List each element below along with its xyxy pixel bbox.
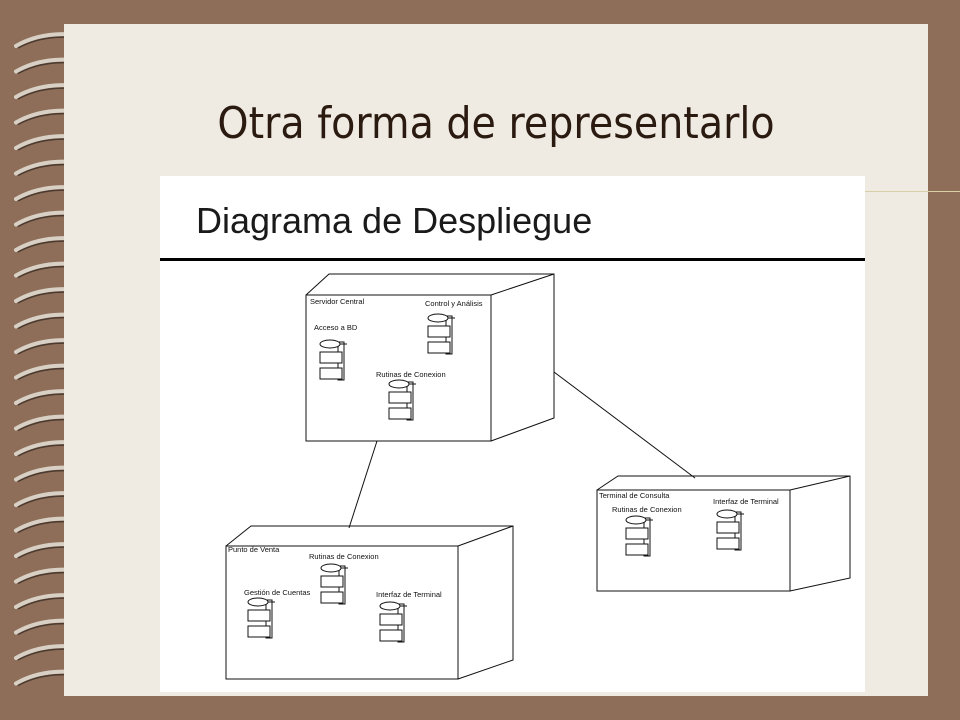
component-icon — [625, 515, 653, 557]
component-label-punto-interfaz: Interfaz de Terminal — [376, 590, 442, 599]
component-label-servidor-rutinas: Rutinas de Conexion — [376, 370, 446, 379]
component-label-control-analisis: Control y Análisis — [425, 299, 483, 308]
component-label-terminal-rutinas: Rutinas de Conexion — [612, 505, 682, 514]
component-icon — [319, 339, 347, 381]
component-label-gestion-cuentas: Gestión de Cuentas — [244, 588, 311, 597]
component-label-acceso-bd: Acceso a BD — [314, 323, 358, 332]
link-servidor-terminal — [553, 371, 696, 479]
diagram-title: Diagrama de Despliegue — [196, 200, 593, 241]
diagram-title-rule — [160, 258, 865, 261]
component-icon — [388, 379, 416, 421]
node-label-punto: Punto de Venta — [228, 545, 280, 554]
component-icon — [427, 313, 455, 355]
node-punto-venta — [225, 525, 514, 680]
component-icon — [716, 509, 744, 551]
node-label-servidor: Servidor Central — [310, 297, 365, 306]
component-label-terminal-interfaz: Interfaz de Terminal — [713, 497, 779, 506]
deployment-diagram-image: Diagrama de Despliegue — [160, 176, 865, 692]
slide-title: Otra forma de representarlo — [217, 98, 775, 149]
node-terminal-consulta — [596, 475, 851, 592]
node-label-terminal: Terminal de Consulta — [599, 491, 670, 500]
link-servidor-punto — [348, 440, 378, 529]
component-icon — [247, 597, 275, 639]
component-icon — [320, 563, 348, 605]
deployment-diagram: Servidor Central Acceso a BD Control y A… — [225, 273, 851, 680]
node-servidor-central — [305, 273, 555, 442]
component-label-punto-rutinas: Rutinas de Conexion — [309, 552, 379, 561]
component-icon — [379, 601, 407, 643]
